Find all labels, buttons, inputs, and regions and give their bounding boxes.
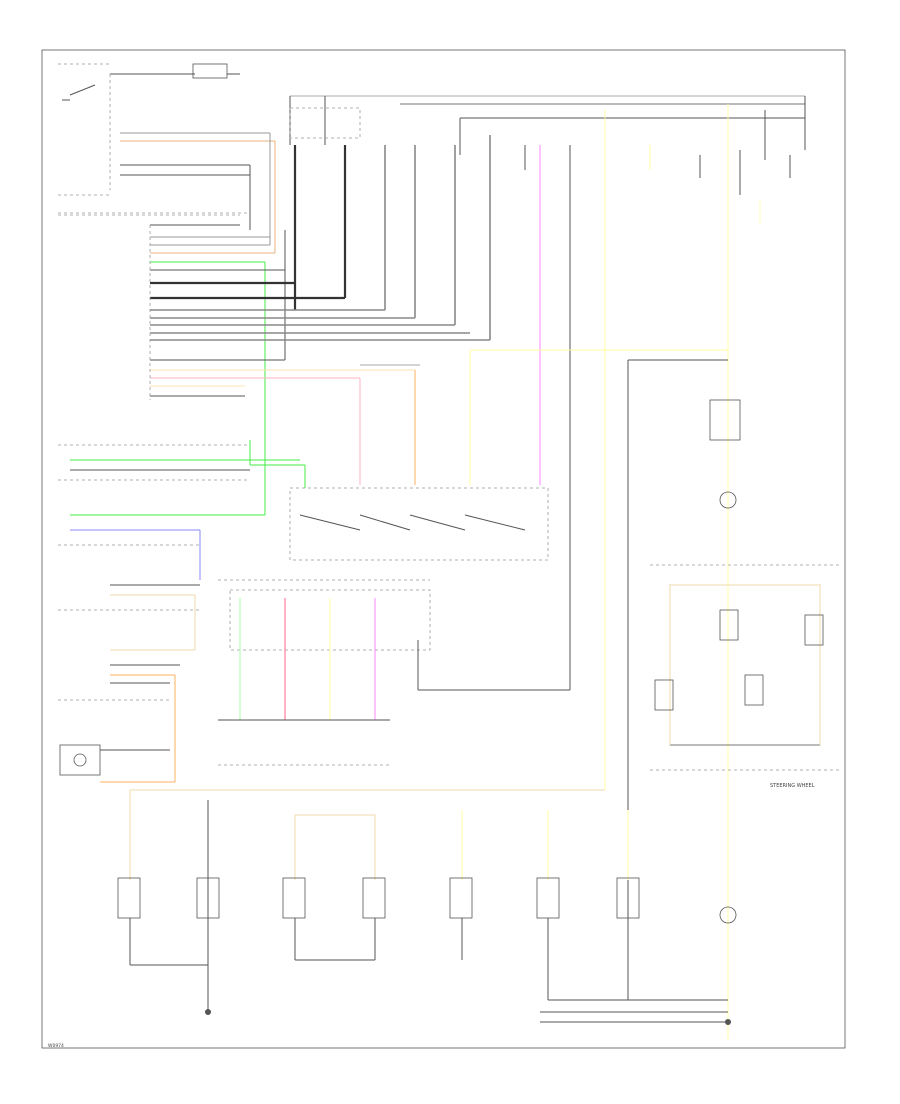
lamp-1 (117, 877, 141, 919)
transfer-case-module (218, 579, 570, 766)
footer-code: W0974 (48, 1043, 64, 1049)
top-power-bus (289, 95, 805, 155)
bulb-right-top (719, 491, 737, 509)
lamp-5 (449, 877, 473, 919)
ground-point-right (725, 1019, 731, 1025)
right-steering-group: STEERING WHEEL (650, 399, 840, 924)
indicator-switch-box (289, 487, 549, 561)
cruise-switch-box (669, 584, 821, 746)
fuse-terminals-row (293, 96, 806, 790)
indicator-switch-assembly (249, 440, 549, 561)
brake-switch-box (59, 744, 101, 776)
relay-box-right (709, 399, 741, 441)
orange-wire-group (360, 349, 728, 1000)
diagram-frame (41, 49, 846, 1049)
bulb-right-bottom (719, 906, 737, 924)
ground-point-left (205, 1009, 211, 1015)
lamp-4 (362, 877, 386, 919)
steering-wheel-caption: STEERING WHEEL (770, 783, 815, 789)
left-sensors (58, 444, 300, 783)
bcm-connector (58, 212, 490, 515)
lamp-7 (616, 877, 640, 919)
fuse-block-component (192, 63, 228, 79)
lamp-2 (196, 877, 220, 919)
headlamp-switch-wires (120, 132, 276, 253)
lamp-3 (282, 877, 306, 919)
headlamp-switch-group (58, 63, 240, 216)
ignition-relay-box (289, 107, 361, 139)
lamp-6 (536, 877, 560, 919)
bottom-lamp-row (117, 789, 731, 1025)
